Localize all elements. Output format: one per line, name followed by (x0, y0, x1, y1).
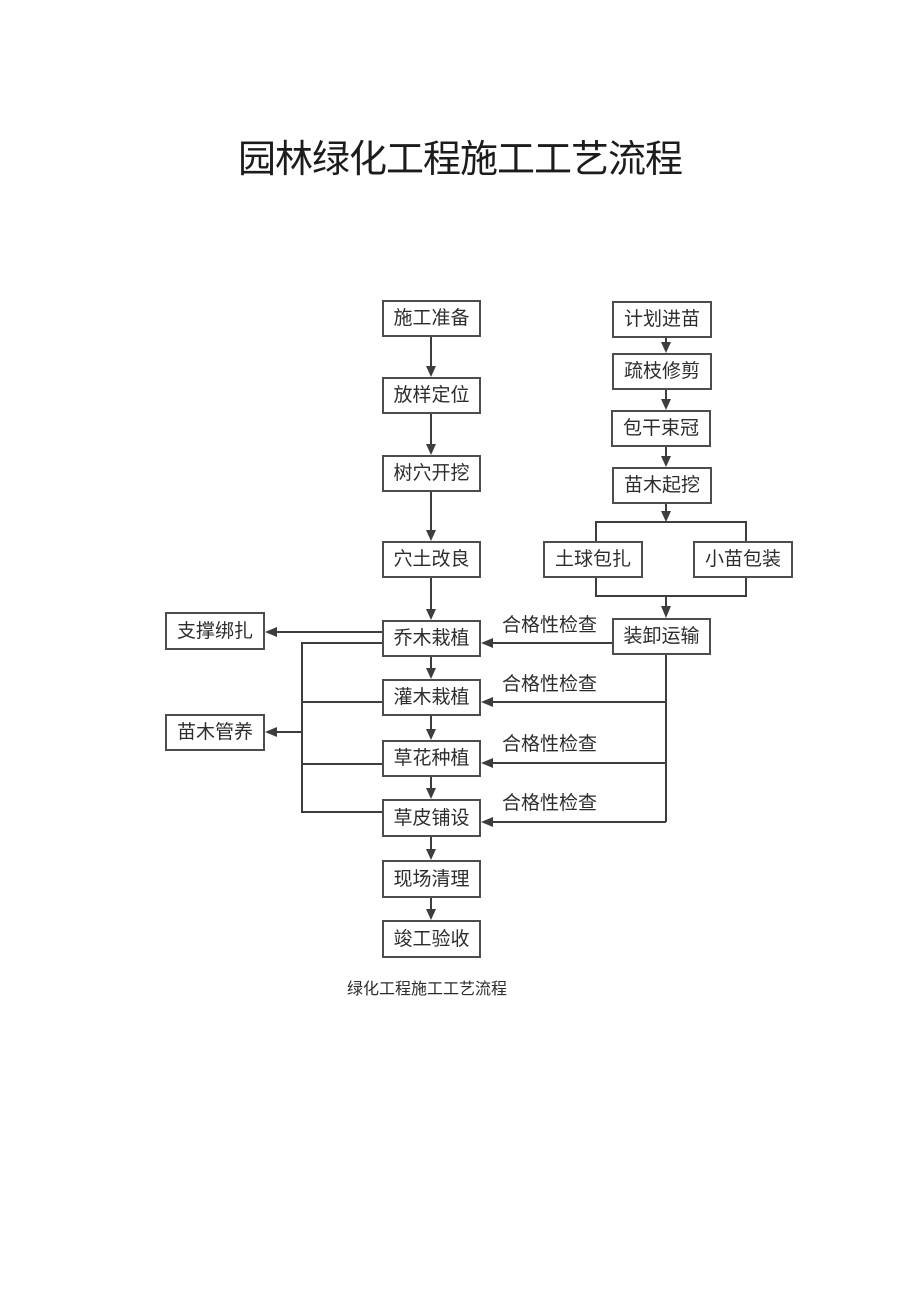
quality-check-label-3: 合格性检查 (502, 734, 598, 755)
figure-caption: 绿化工程施工工艺流程 (347, 981, 508, 998)
flow-step-trunk-wrap-crown-binding: 包干束冠 (611, 410, 711, 447)
document-title: 园林绿化工程施工工艺流程 (237, 139, 683, 181)
flow-step-seedling-procurement-plan: 计划进苗 (612, 301, 712, 338)
flow-step-shrub-planting: 灌木栽植 (382, 679, 481, 716)
flow-step-small-seedling-packing: 小苗包装 (693, 541, 793, 578)
flow-step-tree-planting: 乔木栽植 (382, 620, 481, 657)
quality-check-label-1: 合格性检查 (502, 615, 598, 636)
flow-step-pit-soil-improvement: 穴土改良 (382, 541, 481, 578)
flow-step-root-ball-wrapping: 土球包扎 (543, 541, 643, 578)
flow-step-seedling-lifting: 苗木起挖 (612, 467, 712, 504)
quality-check-label-2: 合格性检查 (502, 674, 598, 695)
flow-step-site-preparation: 施工准备 (382, 300, 481, 337)
flow-step-branch-pruning: 疏枝修剪 (612, 353, 712, 390)
flow-step-stakeout-positioning: 放样定位 (382, 377, 481, 414)
flow-step-support-tying: 支撑绑扎 (165, 612, 265, 650)
flow-step-flower-planting: 草花种植 (382, 740, 481, 777)
flow-step-seedling-maintenance: 苗木管养 (165, 714, 265, 751)
flow-step-completion-acceptance: 竣工验收 (382, 920, 481, 958)
flow-step-site-cleanup: 现场清理 (382, 860, 481, 898)
flow-step-loading-transport: 装卸运输 (612, 618, 711, 655)
flow-step-tree-pit-excavation: 树穴开挖 (382, 455, 481, 492)
quality-check-label-4: 合格性检查 (502, 793, 598, 814)
flow-step-turf-laying: 草皮铺设 (382, 799, 481, 837)
